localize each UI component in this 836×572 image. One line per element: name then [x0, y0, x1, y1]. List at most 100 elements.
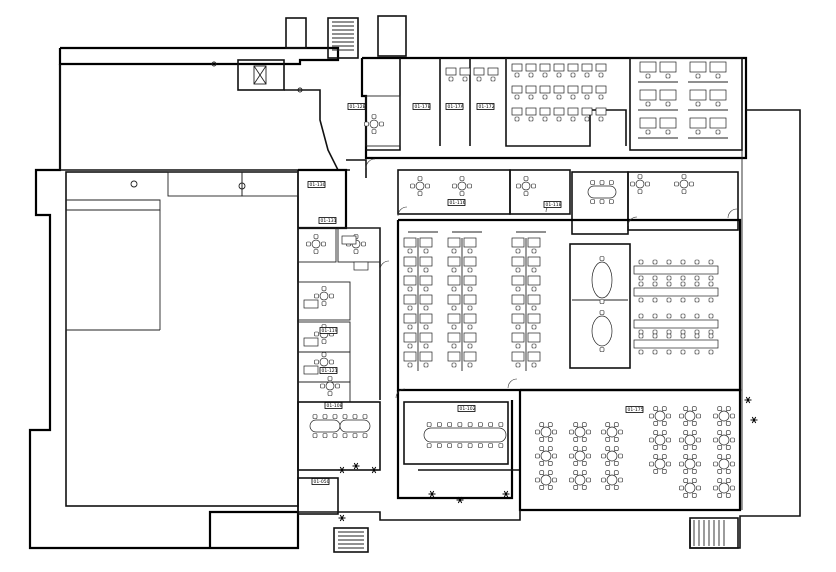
chair	[528, 72, 534, 78]
room-tag-box	[307, 181, 326, 188]
desk	[487, 67, 499, 76]
chair	[665, 73, 671, 79]
chair	[451, 286, 457, 292]
room-tag-box	[318, 217, 337, 224]
door-swing	[627, 216, 638, 227]
chair	[708, 329, 714, 335]
plant-icon	[428, 490, 436, 498]
round-table	[540, 450, 552, 462]
round-table	[574, 474, 586, 486]
chair	[515, 324, 521, 330]
round-table-set	[410, 176, 430, 196]
plant-leaf	[745, 399, 749, 404]
round-table	[319, 291, 329, 301]
chair	[539, 437, 545, 442]
chair	[423, 248, 429, 254]
chair	[691, 454, 697, 459]
desk	[689, 117, 707, 129]
round-table-set	[713, 406, 735, 426]
plant-icon	[744, 396, 752, 404]
chair	[694, 313, 700, 319]
round-table-set	[569, 422, 591, 442]
desk	[689, 89, 707, 101]
desk	[445, 67, 457, 76]
chair	[332, 414, 338, 419]
chair	[691, 406, 697, 411]
chair	[679, 413, 684, 419]
chair	[599, 310, 605, 315]
desk	[553, 85, 565, 94]
chair	[666, 349, 672, 355]
room-tag-box	[457, 405, 476, 412]
round-table-set	[364, 114, 384, 134]
desk	[463, 275, 477, 286]
room-tag-box	[412, 103, 431, 110]
chair	[717, 469, 723, 474]
chair	[321, 286, 327, 291]
chair	[696, 485, 701, 491]
chair	[451, 362, 457, 368]
chair	[680, 329, 686, 335]
plant-leaf	[355, 462, 359, 467]
chair	[730, 437, 735, 443]
chair	[638, 329, 644, 335]
desk	[709, 61, 727, 73]
plant-leaf	[747, 396, 751, 401]
chair	[547, 446, 553, 451]
round-table-set	[630, 174, 650, 194]
plant-leaf	[459, 499, 463, 504]
desk	[567, 63, 579, 72]
desk	[463, 294, 477, 305]
desk	[447, 351, 461, 362]
desk	[567, 85, 579, 94]
desk	[511, 256, 525, 267]
desk	[511, 85, 523, 94]
desk	[511, 237, 525, 248]
chair	[451, 343, 457, 349]
round-table-set	[320, 376, 340, 396]
workstation-cluster	[447, 237, 477, 371]
bench-top	[633, 319, 719, 329]
plant-leaf	[431, 493, 435, 498]
round-table-set	[649, 454, 671, 474]
round-table-set	[679, 454, 701, 474]
desk	[447, 294, 461, 305]
chair	[601, 477, 606, 483]
room-tag-box	[311, 478, 330, 485]
chair	[539, 446, 545, 451]
plant-leaf	[429, 490, 433, 495]
chair	[467, 343, 473, 349]
desk	[353, 261, 369, 271]
desk	[581, 85, 593, 94]
room-tag: 01-17A	[445, 103, 465, 110]
desk	[581, 107, 593, 116]
chair	[605, 470, 611, 475]
chair	[708, 297, 714, 303]
chair	[523, 176, 529, 181]
desk	[463, 332, 477, 343]
chair	[573, 470, 579, 475]
chair	[467, 248, 473, 254]
desk	[459, 67, 471, 76]
chair	[569, 477, 574, 483]
chair	[488, 443, 493, 448]
chair	[528, 94, 534, 100]
desk	[447, 237, 461, 248]
chair	[437, 443, 442, 448]
office-pod	[688, 61, 728, 83]
desk	[639, 89, 657, 101]
chair	[653, 445, 659, 450]
chair	[581, 470, 587, 475]
chair	[515, 248, 521, 254]
chair	[531, 286, 537, 292]
chair	[327, 376, 333, 381]
round-table	[574, 426, 586, 438]
chair	[683, 478, 689, 483]
chair	[666, 461, 671, 467]
plant-leaf	[341, 466, 345, 471]
chair	[691, 469, 697, 474]
chair	[515, 286, 521, 292]
chair	[638, 275, 644, 281]
room-tag-label: 01-108	[327, 403, 343, 409]
round-table	[606, 450, 618, 462]
